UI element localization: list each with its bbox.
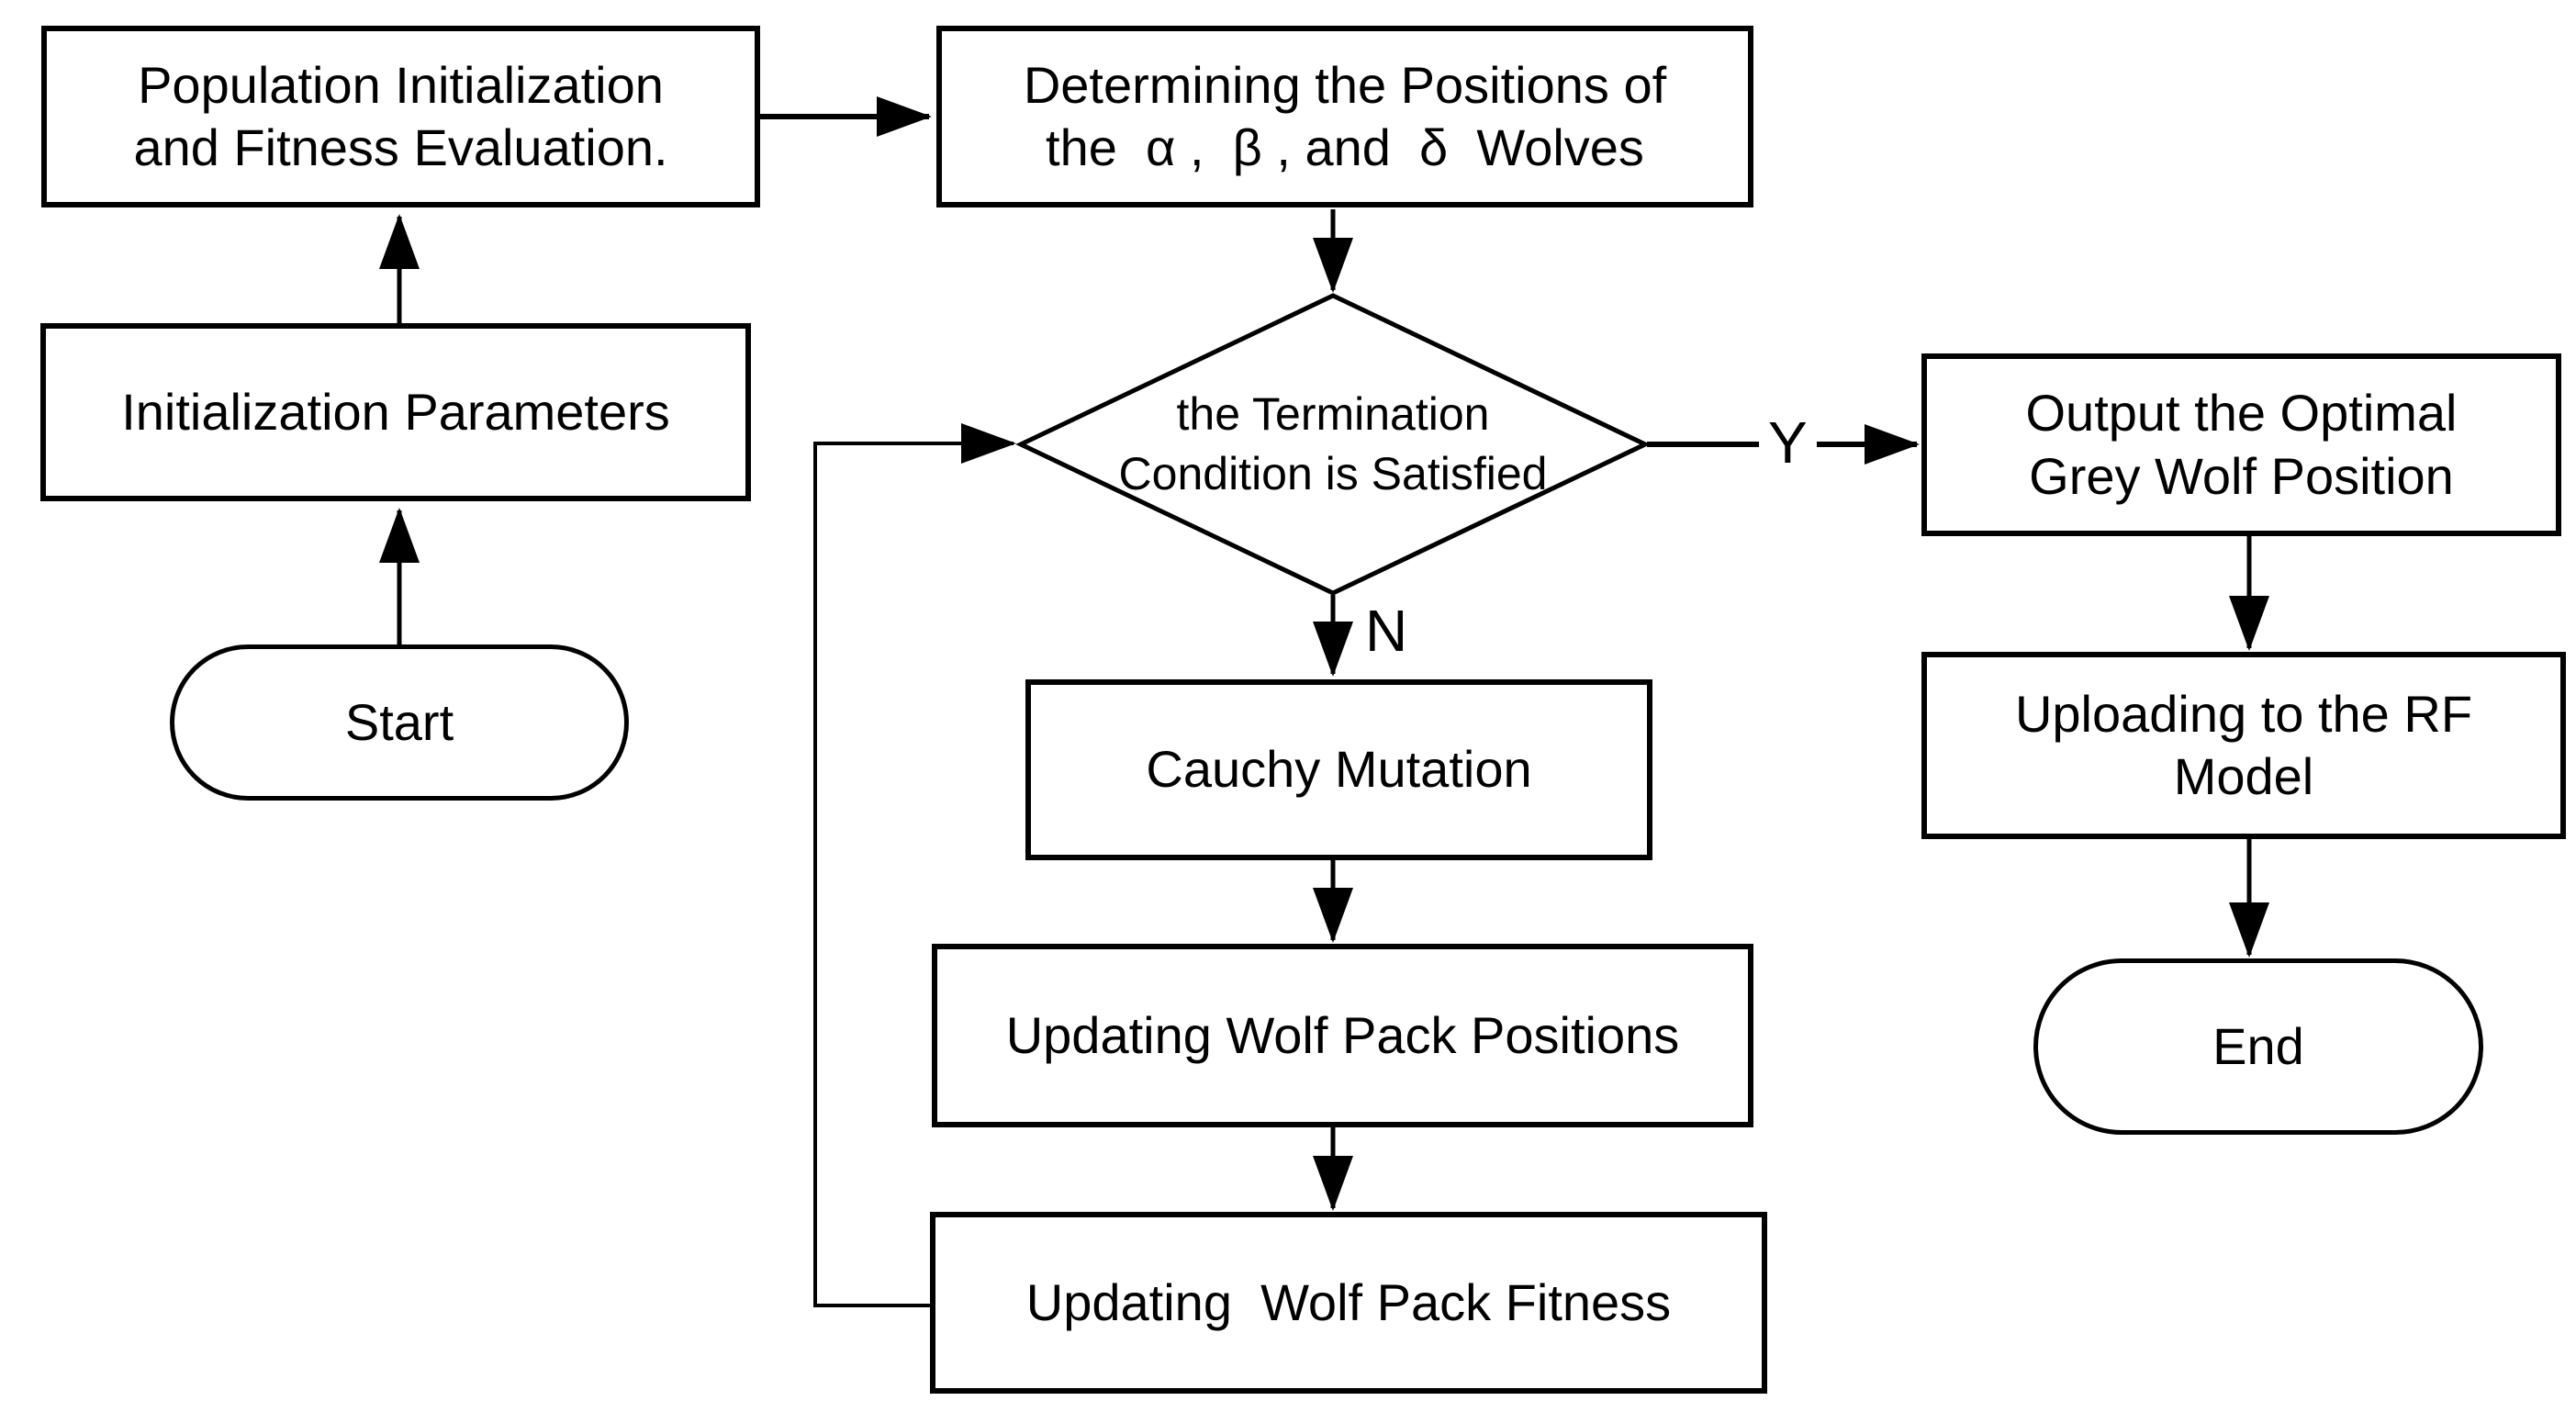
node-updating-wolf-pack-positions-label: Updating Wolf Pack Positions	[1005, 1005, 1680, 1064]
node-end: End	[2033, 958, 2483, 1135]
node-initialization-parameters: Initialization Parameters	[40, 323, 751, 501]
node-updating-wolf-pack-fitness: Updating Wolf Pack Fitness	[930, 1212, 1767, 1394]
edge-feedback-loop	[813, 423, 1016, 1307]
termination-diamond-shape	[1015, 293, 1651, 596]
node-uploading-rf-model: Uploading to the RF Model	[1921, 652, 2566, 839]
edge-label-yes: Y	[1759, 408, 1817, 477]
node-output-optimal-position: Output the Optimal Grey Wolf Position	[1921, 353, 2561, 536]
node-termination-label-wrap: the Termination Condition is Satisfied	[1048, 360, 1618, 529]
node-cauchy-mutation: Cauchy Mutation	[1025, 679, 1652, 860]
node-start-label: Start	[344, 692, 454, 751]
node-determining-wolves: Determining the Positions of the α , β ,…	[936, 26, 1753, 207]
edge-label-no: N	[1365, 598, 1408, 664]
node-determining-wolves-label: Determining the Positions of the α , β ,…	[1023, 55, 1667, 176]
node-initialization-parameters-label: Initialization Parameters	[121, 382, 670, 441]
node-output-optimal-position-label: Output the Optimal Grey Wolf Position	[2025, 384, 2458, 505]
node-start: Start	[170, 644, 629, 801]
node-termination-label: the Termination Condition is Satisfied	[1118, 388, 1548, 499]
node-updating-wolf-pack-positions: Updating Wolf Pack Positions	[932, 944, 1753, 1127]
node-updating-wolf-pack-fitness-label: Updating Wolf Pack Fitness	[1025, 1272, 1672, 1331]
node-cauchy-mutation-label: Cauchy Mutation	[1146, 740, 1532, 799]
node-population-initialization: Population Initialization and Fitness Ev…	[41, 26, 760, 207]
node-uploading-rf-model-label: Uploading to the RF Model	[2014, 684, 2473, 805]
node-population-initialization-label: Population Initialization and Fitness Ev…	[133, 55, 668, 176]
node-end-label: End	[2212, 1016, 2304, 1075]
